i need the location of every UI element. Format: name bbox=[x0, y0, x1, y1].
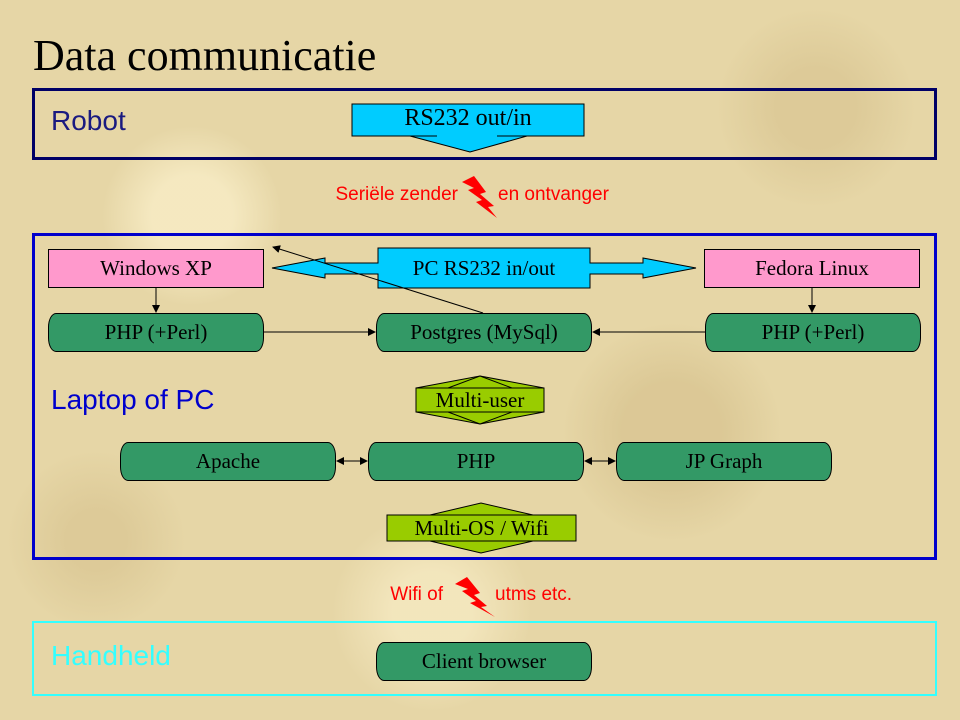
multi-os-double-arrow bbox=[386, 514, 577, 542]
apache-box: Apache bbox=[120, 442, 336, 481]
jpgraph-box: JP Graph bbox=[616, 442, 832, 481]
client-browser-box: Client browser bbox=[376, 642, 592, 681]
robot-label: Robot bbox=[51, 105, 126, 136]
rs232-down-arrow bbox=[351, 103, 585, 153]
handheld-label: Handheld bbox=[51, 640, 171, 671]
slide-title: Data communicatie bbox=[33, 31, 377, 80]
robot-frame bbox=[32, 88, 937, 160]
pc-rs232-label: PC RS232 in/out bbox=[412, 256, 556, 280]
php-box: PHP bbox=[368, 442, 584, 481]
multi-os-label: Multi-OS / Wifi bbox=[414, 515, 549, 540]
pc-rs232-double-arrow bbox=[271, 247, 697, 289]
rs232-out-in-label: RS232 out/in bbox=[404, 104, 532, 131]
link2-right-text: utms etc. bbox=[495, 584, 573, 605]
handheld-frame bbox=[32, 621, 937, 696]
lightning-icon bbox=[462, 176, 497, 218]
php-perl-right-box: PHP (+Perl) bbox=[705, 313, 921, 352]
link1-left-text: Seriële zender bbox=[335, 184, 458, 205]
postgres-box: Postgres (MySql) bbox=[376, 313, 592, 352]
windows-xp-box: Windows XP bbox=[48, 249, 264, 288]
link1-right-text: en ontvanger bbox=[498, 184, 609, 205]
php-perl-left-box: PHP (+Perl) bbox=[48, 313, 264, 352]
laptop-frame bbox=[32, 233, 937, 560]
lightning-icon bbox=[455, 577, 495, 617]
fedora-linux-box: Fedora Linux bbox=[704, 249, 920, 288]
multi-user-label: Multi-user bbox=[435, 387, 525, 412]
laptop-label: Laptop of PC bbox=[51, 384, 215, 415]
link2-left-text: Wifi of bbox=[390, 584, 443, 605]
